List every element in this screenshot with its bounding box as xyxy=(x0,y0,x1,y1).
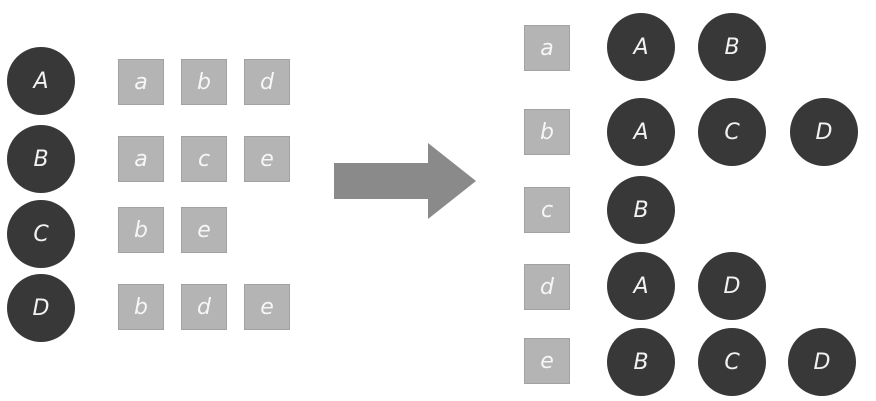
node-circle: D xyxy=(788,328,856,396)
item-square: c xyxy=(524,187,570,233)
node-circle: C xyxy=(7,200,75,268)
node-circle: B xyxy=(698,13,766,81)
item-square: b xyxy=(181,59,227,105)
item-square: e xyxy=(181,207,227,253)
item-square: c xyxy=(181,136,227,182)
node-circle: B xyxy=(7,125,75,193)
node-circle: D xyxy=(790,98,858,166)
item-square: b xyxy=(524,109,570,155)
item-square: d xyxy=(244,59,290,105)
item-square: e xyxy=(524,338,570,384)
node-circle: D xyxy=(7,274,75,342)
node-circle: A xyxy=(7,47,75,115)
item-square: a xyxy=(118,59,164,105)
node-circle: B xyxy=(607,176,675,244)
item-square: a xyxy=(524,25,570,71)
item-square: d xyxy=(524,264,570,310)
item-square: b xyxy=(118,207,164,253)
item-square: a xyxy=(118,136,164,182)
item-square: d xyxy=(181,284,227,330)
node-circle: A xyxy=(607,98,675,166)
item-square: b xyxy=(118,284,164,330)
node-circle: C xyxy=(698,328,766,396)
node-circle: A xyxy=(607,13,675,81)
item-square: e xyxy=(244,284,290,330)
node-circle: A xyxy=(607,252,675,320)
node-circle: B xyxy=(607,328,675,396)
node-circle: D xyxy=(698,252,766,320)
right-arrow-icon xyxy=(334,143,476,219)
item-square: e xyxy=(244,136,290,182)
node-circle: C xyxy=(698,98,766,166)
